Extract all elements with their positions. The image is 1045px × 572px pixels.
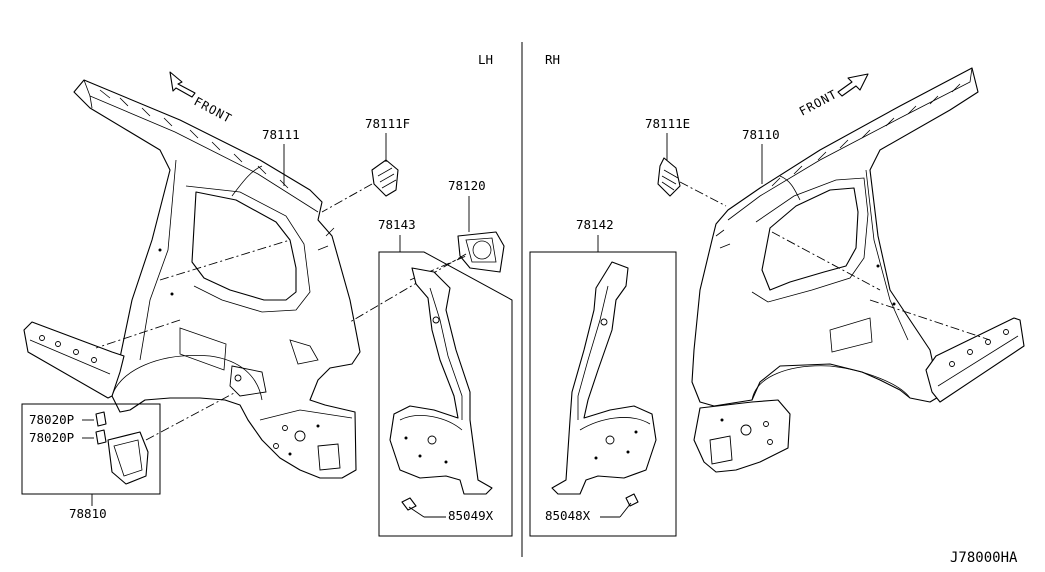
rh-label: RH <box>545 52 560 67</box>
lh-label: LH <box>478 52 493 67</box>
fuel-lid <box>107 431 149 485</box>
part-78111E-label: 78111E <box>645 116 690 131</box>
part-85049X-clip <box>401 497 417 511</box>
front-label-left: FRONT <box>192 94 235 126</box>
rocker-extension-lh <box>23 321 125 399</box>
part-85048X-leader-tail <box>619 502 632 518</box>
fuel-lid-fitline <box>145 391 237 441</box>
inner-wheelhouse-rh <box>551 261 657 495</box>
part-78111E-fitline <box>679 181 727 207</box>
part-78120-cap <box>457 231 505 273</box>
part-78111F-bracket <box>371 159 399 197</box>
fitline-rh-rocker <box>869 299 991 341</box>
rear-fender-panel-rh <box>691 67 979 407</box>
part-85049X-leader <box>408 506 425 518</box>
part-78142-box <box>529 251 677 537</box>
part-78111E-bracket <box>657 157 681 197</box>
diagram-id: J78000HA <box>950 550 1018 566</box>
fitline-lh-rocker <box>95 319 181 349</box>
rear-wheelhouse-outer-rh <box>693 399 791 473</box>
part-85048X-label: 85048X <box>545 508 591 523</box>
part-78142-label: 78142 <box>576 217 614 232</box>
part-78143-box <box>378 251 513 537</box>
part-78020P-clip-b <box>95 429 107 445</box>
part-78143-label: 78143 <box>378 217 416 232</box>
part-78020P-label-a: 78020P <box>29 412 74 427</box>
rocker-extension-rh <box>925 317 1025 403</box>
part-78810-label: 78810 <box>69 506 107 521</box>
inner-wheelhouse-lh <box>389 267 493 495</box>
front-arrow-right: FRONT <box>797 73 869 119</box>
part-78111F-fitline <box>321 183 373 213</box>
front-arrow-left: FRONT <box>169 71 235 126</box>
part-78110-label: 78110 <box>742 127 780 142</box>
part-78120-label: 78120 <box>448 178 486 193</box>
part-85048X-clip <box>625 493 639 507</box>
fitline-lh-window <box>159 239 291 281</box>
part-78111-label: 78111 <box>262 127 300 142</box>
part-78111F-label: 78111F <box>365 116 410 131</box>
part-78020P-clip-a <box>95 411 107 427</box>
part-78020P-label-b: 78020P <box>29 430 74 445</box>
front-label-right: FRONT <box>797 87 840 119</box>
part-78810-box <box>21 403 161 495</box>
part-85049X-label: 85049X <box>448 508 494 523</box>
part-78120-fitline <box>349 253 467 323</box>
rear-fender-panel-lh <box>73 79 361 479</box>
part-78143-fitline <box>409 255 467 281</box>
fitline-rh-window <box>771 231 881 291</box>
